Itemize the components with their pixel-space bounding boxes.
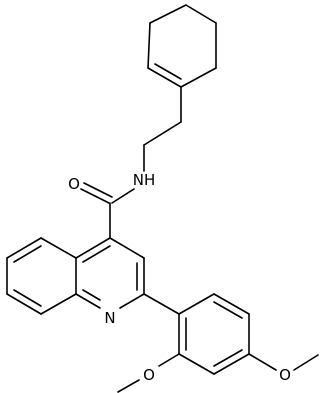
double-bond-inner (154, 63, 182, 80)
double-bond-inner (13, 289, 42, 307)
bond (6, 237, 42, 259)
amide-nitrogen-label: NH (133, 171, 156, 189)
bond (213, 353, 250, 375)
bond (248, 353, 277, 371)
double-bond-inner (213, 349, 243, 367)
bond (75, 237, 111, 259)
bond (158, 353, 180, 367)
dimethoxyphenyl-ring (117, 293, 319, 393)
para-methoxy-oxygen-label: O (279, 366, 291, 384)
atom-labels: O NH N O O (68, 171, 291, 384)
bond (111, 188, 135, 204)
bond (143, 293, 180, 315)
bond (147, 22, 151, 69)
bond (213, 293, 250, 315)
ortho-methoxy-oxygen-label: O (143, 366, 155, 384)
amide-group (80, 182, 135, 239)
quinoline-nitrogen-label: N (104, 309, 115, 327)
bond (147, 67, 182, 88)
bond (117, 379, 140, 393)
bond (109, 237, 145, 259)
double-bond-inner (82, 245, 111, 263)
bond (149, 4, 187, 24)
bond (119, 293, 145, 309)
bond (75, 293, 101, 309)
double-bond-inner (13, 245, 42, 263)
bond (6, 293, 42, 315)
bond (185, 4, 217, 24)
double-bond-inner (82, 289, 101, 301)
bond (40, 293, 77, 315)
ethyl-linker (143, 86, 182, 172)
carbonyl-oxygen-label: O (68, 175, 80, 193)
bond (180, 67, 217, 88)
bond (143, 121, 182, 146)
bond (178, 293, 215, 315)
bond (40, 237, 77, 259)
quinoline-ring (6, 237, 145, 315)
cyclohexene-ring (147, 4, 217, 88)
bond (293, 354, 319, 371)
double-bond-inner (213, 301, 243, 319)
carbonyl-double-bond (83, 182, 113, 198)
carbonyl-double-bond (80, 188, 110, 204)
bond (178, 353, 215, 375)
